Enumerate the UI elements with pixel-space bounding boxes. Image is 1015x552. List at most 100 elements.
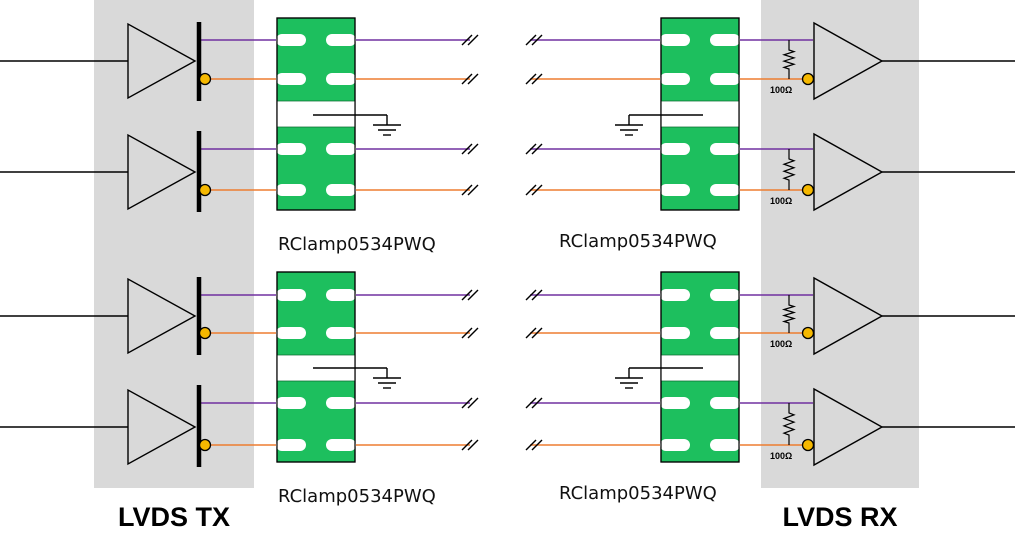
line-break-mark [531,289,543,301]
chip-pad-left [276,73,306,85]
chip-pad-right [326,327,356,339]
chip-pad-left [276,327,306,339]
line-break-mark [461,184,473,196]
tx-driver-triangle [127,388,197,466]
chip-pad-left [660,289,690,301]
line-break-mark [525,184,537,196]
chip-pad-left [660,34,690,46]
line-break-mark [467,397,479,409]
chip-pad-right [326,289,356,301]
part-label-1: RClamp0534PWQ [278,234,436,255]
chip-pad-right [710,34,740,46]
resistor-label: 100Ω [770,196,792,206]
chip-center-band [277,101,355,127]
termination-resistor [782,40,796,79]
resistor-label: 100Ω [770,339,792,349]
line-break-mark [525,397,537,409]
rx-block-label: LVDS RX [782,502,897,532]
line-break-mark [531,184,543,196]
line-break-mark [531,73,543,85]
line-break-mark [525,439,537,451]
line-break-mark [461,34,473,46]
rx-inverting-dot [801,326,815,340]
chip-pad-right [326,73,356,85]
line-break-mark [525,143,537,155]
chip-pad-left [660,327,690,339]
chip-pad-left [276,439,306,451]
line-break-mark [531,34,543,46]
termination-resistor [782,149,796,190]
chip-pad-right [710,73,740,85]
chip-pad-left [276,143,306,155]
esd-chip-outline [660,271,740,463]
resistor-label: 100Ω [770,451,792,461]
chip-pad-left [276,397,306,409]
chip-pad-right [326,143,356,155]
chip-pad-right [326,439,356,451]
chip-pad-left [276,184,306,196]
termination-resistor [782,403,796,445]
esd-chip-outline [660,17,740,211]
tx-driver-triangle [127,22,197,100]
line-break-mark [461,439,473,451]
line-break-mark [467,34,479,46]
chip-pad-left [660,397,690,409]
line-break-mark [461,327,473,339]
line-break-mark [461,143,473,155]
line-break-mark [525,327,537,339]
esd-chip-outline [276,17,356,211]
chip-center-band [661,101,739,127]
chip-pad-right [710,184,740,196]
line-break-mark [467,439,479,451]
esd-chip-outline [276,271,356,463]
rx-inverting-dot [801,72,815,86]
line-break-mark [531,397,543,409]
line-break-mark [461,397,473,409]
tx-panel [94,0,254,488]
tx-drivers [0,22,212,467]
tx-inverting-dot [198,438,212,452]
chip-pad-left [660,73,690,85]
esd-chips [276,17,740,463]
line-break-mark [467,143,479,155]
rx-receiver-triangle [813,132,884,212]
tx-inverting-dot [198,326,212,340]
line-break-mark [467,327,479,339]
rx-receiver-triangle [813,276,884,356]
chip-pad-left [660,184,690,196]
chip-pad-left [660,439,690,451]
chip-pad-right [326,184,356,196]
tx-inverting-dot [198,183,212,197]
line-break-mark [525,73,537,85]
chip-pad-right [326,34,356,46]
resistor-label: 100Ω [770,85,792,95]
line-break-mark [531,439,543,451]
chip-pad-right [710,439,740,451]
chip-pad-right [326,397,356,409]
tx-inverting-dot [198,72,212,86]
chip-pad-left [660,143,690,155]
rx-receiver-triangle [813,387,884,467]
chip-pad-right [710,397,740,409]
chip-pad-right [710,289,740,301]
rx-receiver-triangle [813,21,884,101]
tx-driver-triangle [127,133,197,211]
chip-pad-left [276,34,306,46]
line-break-mark [525,34,537,46]
termination-resistor [781,295,797,333]
rx-inverting-dot [801,438,815,452]
line-break-mark [467,73,479,85]
part-label-2: RClamp0534PWQ [559,231,717,252]
part-label-3: RClamp0534PWQ [278,486,436,507]
rx-inverting-dot [801,183,815,197]
part-label-4: RClamp0534PWQ [559,483,717,504]
line-break-mark [525,289,537,301]
line-break-mark [467,184,479,196]
tx-block-label: LVDS TX [118,502,230,532]
line-break-mark [461,289,473,301]
line-break-mark [461,73,473,85]
rx-receivers: 100Ω 100Ω 100Ω 100Ω [770,21,1015,467]
tx-driver-triangle [127,277,197,355]
chip-pad-left [276,289,306,301]
